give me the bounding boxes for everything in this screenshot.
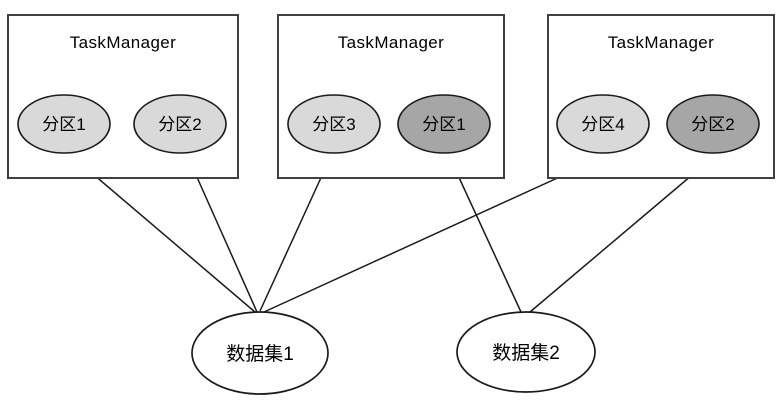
partition-label-2-1: 分区3 <box>312 115 355 134</box>
partition-label-3-2: 分区2 <box>691 115 734 134</box>
dataset-1-ellipse[interactable] <box>191 311 329 395</box>
edge-dataset1-to-partition3-tm2 <box>259 157 331 312</box>
edge-dataset1-to-partition2-tm1 <box>187 156 258 313</box>
dataset-2-ellipse[interactable] <box>456 311 596 393</box>
partition-label-1-1: 分区1 <box>42 115 85 134</box>
partition-ellipse-1-2[interactable] <box>133 94 227 154</box>
taskmanager-1-title: TaskManager <box>70 33 176 52</box>
partition-label-1-2: 分区2 <box>158 115 201 134</box>
taskmanager-3[interactable]: TaskManager 分区4 分区2 <box>547 14 775 179</box>
dataset-1-label: 数据集1 <box>226 343 294 365</box>
edge-dataset1-to-partition4-tm3 <box>263 158 600 313</box>
partition-label-2-2: 分区1 <box>422 115 465 134</box>
partition-ellipse-3-2[interactable] <box>666 94 760 154</box>
edge-dataset2-to-partition2-tm3 <box>529 158 712 313</box>
taskmanager-1[interactable]: TaskManager 分区1 分区2 <box>7 14 239 179</box>
taskmanager-2-title: TaskManager <box>338 33 444 52</box>
dataset-2[interactable]: 数据集2 <box>456 311 596 393</box>
edge-dataset1-to-partition1-tm1 <box>72 156 256 313</box>
partition-label-3-1: 分区4 <box>581 115 624 134</box>
partition-ellipse-2-1[interactable] <box>287 94 381 154</box>
edge-dataset2-to-partition1-tm2 <box>449 157 522 313</box>
edge-group <box>72 156 712 313</box>
dataset-2-label: 数据集2 <box>492 342 560 364</box>
dataset-1[interactable]: 数据集1 <box>191 311 329 395</box>
partition-ellipse-2-2[interactable] <box>397 94 491 154</box>
partition-ellipse-1-1[interactable] <box>17 94 111 154</box>
taskmanager-2[interactable]: TaskManager 分区3 分区1 <box>277 14 505 179</box>
taskmanager-3-title: TaskManager <box>608 33 714 52</box>
partition-ellipse-3-1[interactable] <box>556 94 650 154</box>
